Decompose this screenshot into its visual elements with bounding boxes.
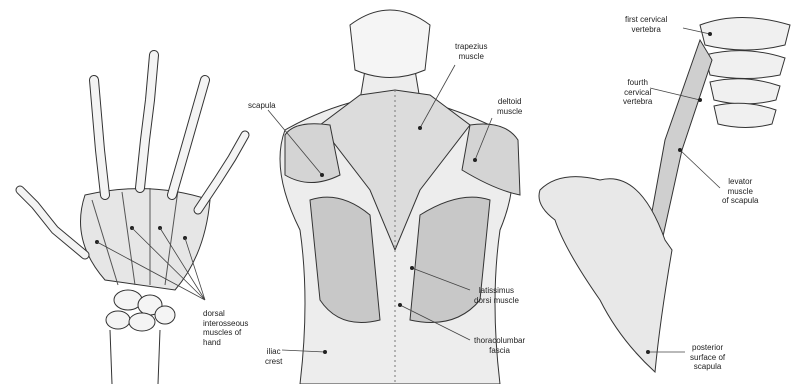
label-posterior-surface-of-scapula: posterior surface of scapula (690, 343, 725, 372)
label-latissimus-dorsi: latissimus dorsi muscle (474, 286, 519, 305)
label-levator-muscle-of-scapula: levator muscle of scapula (722, 177, 758, 206)
label-dorsal-interosseous: dorsal interosseous muscles of hand (203, 309, 248, 347)
label-deltoid-muscle: deltoid muscle (497, 97, 522, 116)
back-illustration (268, 10, 520, 384)
label-fourth-cervical-vertebra: fourth cervical vertebra (623, 78, 652, 107)
label-iliac-crest: iliac crest (265, 347, 282, 366)
label-scapula: scapula (248, 101, 276, 111)
label-thoracolumbar-fascia: thoracolumbar fascia (474, 336, 525, 355)
label-first-cervical-vertebra: first cervical vertebra (625, 15, 667, 34)
label-trapezius-muscle: trapezius muscle (455, 42, 487, 61)
